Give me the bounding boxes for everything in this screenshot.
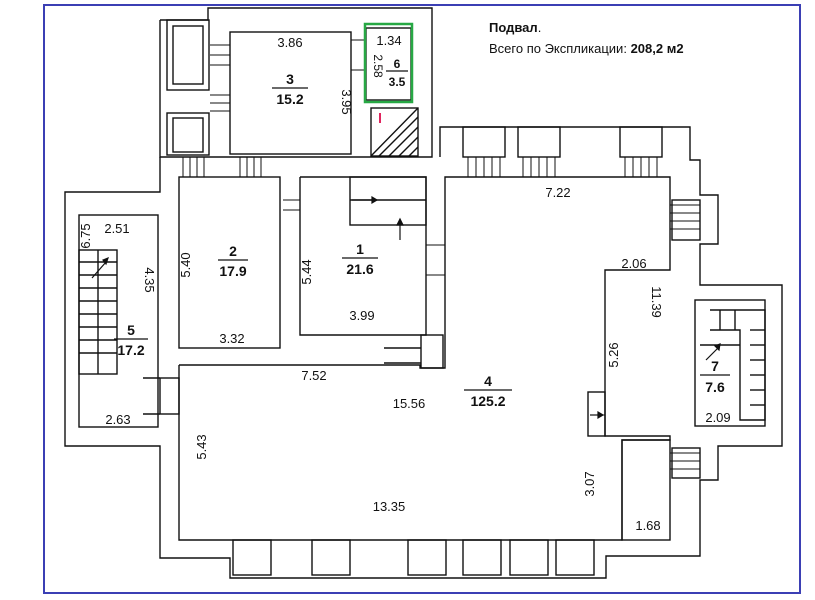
room-3-walls bbox=[229, 31, 352, 155]
window-bay-b5 bbox=[509, 539, 549, 576]
room-2-number: 2 bbox=[229, 243, 237, 259]
room-4-area: 125.2 bbox=[470, 393, 505, 409]
dim-3-07: 3.07 bbox=[582, 471, 597, 496]
dim-3-95: 3.95 bbox=[339, 89, 354, 114]
dim-11-39: 11.39 bbox=[649, 286, 664, 318]
dim-15-56: 15.56 bbox=[393, 396, 426, 411]
dim-2-63: 2.63 bbox=[105, 412, 130, 427]
wall-outline-main bbox=[64, 126, 783, 579]
window-bay-5 bbox=[619, 126, 663, 158]
dim-2-51: 2.51 bbox=[104, 221, 129, 236]
window-bay-2 bbox=[166, 112, 210, 156]
window-bay-1-inner bbox=[172, 25, 204, 85]
room-6-area: 3.5 bbox=[389, 75, 406, 89]
room-7-walls bbox=[694, 299, 766, 427]
room-5-number: 5 bbox=[127, 322, 135, 338]
dim-4-35: 4.35 bbox=[142, 267, 157, 292]
pillar bbox=[420, 334, 444, 369]
window-bay-3 bbox=[462, 126, 506, 158]
room-5-area: 17.2 bbox=[117, 342, 144, 358]
stair-north bbox=[370, 107, 419, 157]
room-2-area: 17.9 bbox=[219, 263, 246, 279]
room-4-number: 4 bbox=[484, 373, 492, 389]
room-1-area: 21.6 bbox=[346, 261, 373, 277]
window-bay-b3 bbox=[407, 539, 447, 576]
door-east bbox=[587, 391, 606, 437]
plan-total: Всего по Экспликации: 208,2 м2 bbox=[489, 41, 684, 56]
dim-1-68: 1.68 bbox=[635, 518, 660, 533]
dim-3-99: 3.99 bbox=[349, 308, 374, 323]
dim-6-75: 6.75 bbox=[78, 223, 93, 248]
room-6-number: 6 bbox=[394, 57, 401, 71]
dim-5-44: 5.44 bbox=[299, 259, 314, 284]
window-bay-b6 bbox=[555, 539, 595, 576]
window-bay-b4 bbox=[462, 539, 502, 576]
dim-13-35: 13.35 bbox=[373, 499, 406, 514]
room-3-number: 3 bbox=[286, 71, 294, 87]
plan-frame bbox=[43, 4, 801, 594]
dim-2-09: 2.09 bbox=[705, 410, 730, 425]
door-west bbox=[159, 377, 180, 415]
room-6-highlight bbox=[363, 22, 414, 104]
plan-title: Подвал. bbox=[489, 20, 542, 35]
room-1-number: 1 bbox=[356, 241, 364, 257]
dim-2-06: 2.06 bbox=[621, 256, 646, 271]
window-bay-4 bbox=[517, 126, 561, 158]
room-4-annex bbox=[621, 439, 671, 541]
plan-header: Подвал. Всего по Экспликации: 208,2 м2 bbox=[489, 20, 684, 56]
room-2-walls bbox=[178, 176, 281, 349]
window-bay-b2 bbox=[311, 539, 351, 576]
dim-3-32: 3.32 bbox=[219, 331, 244, 346]
room-3-area: 15.2 bbox=[276, 91, 303, 107]
dim-1-34: 1.34 bbox=[376, 33, 401, 48]
dim-5-26: 5.26 bbox=[606, 342, 621, 367]
dim-5-43: 5.43 bbox=[194, 434, 209, 459]
dim-5-40: 5.40 bbox=[178, 252, 193, 277]
window-bay-2-inner bbox=[172, 117, 204, 153]
dim-3-86: 3.86 bbox=[277, 35, 302, 50]
dim-7-22: 7.22 bbox=[545, 185, 570, 200]
window-bay-6 bbox=[671, 199, 701, 241]
window-bay-1 bbox=[166, 19, 210, 91]
room-7-area: 7.6 bbox=[705, 379, 725, 395]
window-bay-b1 bbox=[232, 539, 272, 576]
dim-2-58: 2.58 bbox=[371, 54, 385, 78]
room-7-number: 7 bbox=[711, 358, 719, 374]
room-4-walls bbox=[178, 176, 671, 541]
room-1-stair bbox=[349, 176, 427, 226]
dim-7-52: 7.52 bbox=[301, 368, 326, 383]
window-bay-7 bbox=[671, 447, 701, 479]
